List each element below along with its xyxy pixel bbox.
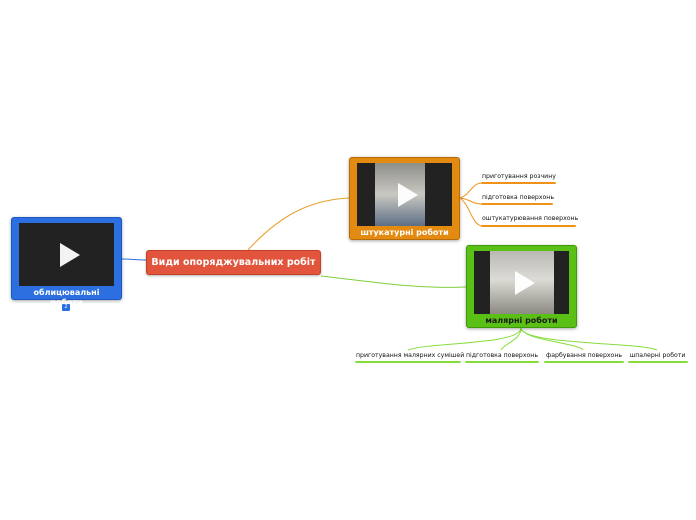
subtopic-underline (355, 361, 461, 363)
collapsed-count-badge[interactable]: 2 (62, 304, 70, 311)
subtopic-underline (481, 182, 556, 184)
subtopic-surface-preparation[interactable]: підготовка поверхонь (482, 194, 554, 201)
play-icon[interactable] (514, 270, 535, 295)
central-topic[interactable]: Види опоряджувальних робіт (146, 250, 321, 275)
subtopic-underline (481, 203, 553, 205)
subtopic-underline (481, 225, 576, 227)
play-icon[interactable] (397, 182, 418, 207)
subtopic-surface-plastering[interactable]: оштукатурювання поверхонь (482, 215, 579, 222)
link-plaster-2 (459, 197, 483, 205)
link-paint-4 (520, 327, 658, 351)
subtopic-mortar-preparation[interactable]: приготування розчину (482, 173, 556, 180)
subtopic-surface-preparation[interactable]: підготовка поверхонь (466, 352, 538, 359)
video-thumbnail[interactable] (19, 223, 114, 286)
subtopic-surface-painting[interactable]: фарбування поверхонь (545, 352, 623, 359)
link-central-paint (320, 275, 467, 288)
topic-paint-label: малярні роботи (485, 316, 558, 325)
subtopic-underline (544, 361, 624, 363)
topic-paint-works[interactable]: малярні роботи (466, 245, 577, 328)
topic-plaster-label: штукатурні роботи (360, 228, 449, 237)
topic-facing-works[interactable]: облицювальні роботи (11, 217, 122, 307)
link-central-plaster (247, 197, 350, 251)
topic-plaster-works[interactable]: штукатурні роботи (349, 157, 460, 240)
link-central-facing (121, 258, 147, 261)
subtopic-wallpaper-works[interactable]: шпалерні роботи (629, 352, 686, 359)
video-thumbnail[interactable] (357, 163, 452, 226)
link-paint-1 (407, 327, 522, 351)
topic-facing-label: облицювальні роботи (33, 288, 100, 307)
play-icon[interactable] (59, 242, 80, 267)
subtopic-paint-mixtures[interactable]: приготування малярних сумішей (356, 352, 465, 359)
link-plaster-3 (459, 197, 483, 227)
subtopic-underline (628, 361, 688, 363)
link-plaster-1 (459, 182, 483, 199)
subtopic-underline (465, 361, 539, 363)
link-paint-2 (500, 327, 522, 351)
central-topic-label: Види опоряджувальних робіт (151, 257, 316, 268)
video-thumbnail[interactable] (474, 251, 569, 314)
